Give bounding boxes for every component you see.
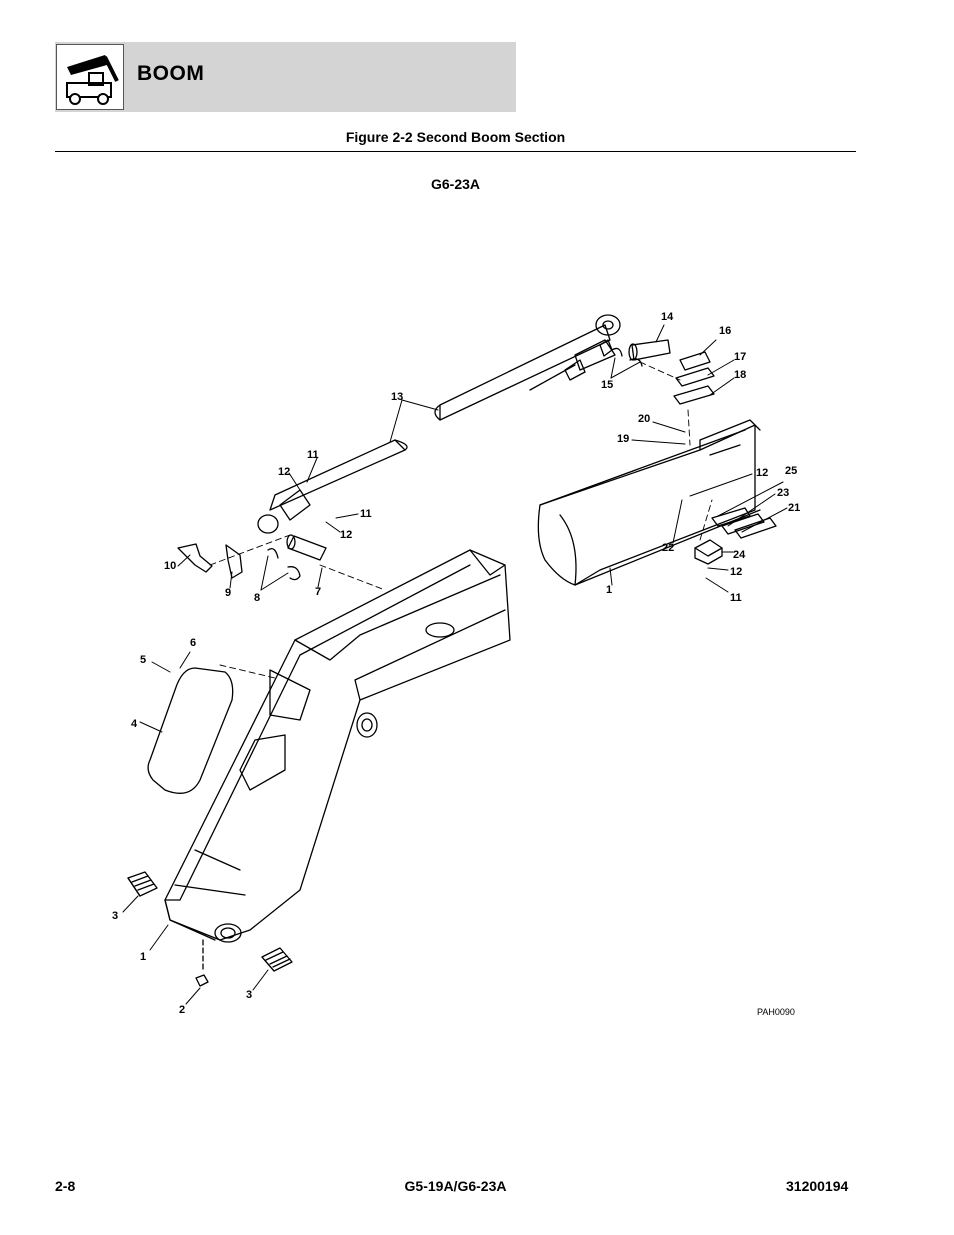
callout-23: 23 (777, 487, 789, 499)
callout-3b: 3 (246, 989, 252, 1001)
callout-18: 18 (734, 369, 746, 381)
callout-6: 6 (190, 637, 196, 649)
doc-number: 31200194 (786, 1178, 849, 1194)
drawing-code: PAH0090 (757, 1007, 795, 1017)
pin-14 (628, 339, 671, 361)
callout-16: 16 (719, 325, 731, 337)
page-number: 2-8 (55, 1178, 76, 1194)
shim-23 (721, 513, 765, 535)
wear-pad-lower (261, 947, 293, 972)
callout-17: 17 (734, 351, 746, 363)
callout-10: 10 (164, 560, 176, 572)
pin-7 (286, 534, 327, 561)
callout-22: 22 (662, 542, 674, 554)
callout-1a: 1 (140, 951, 146, 963)
callout-20: 20 (638, 413, 650, 425)
lift-cylinder (257, 314, 621, 534)
footer-models: G5-19A/G6-23A (404, 1178, 507, 1194)
header-rule (55, 151, 856, 152)
callout-13: 13 (391, 391, 403, 403)
section-title: BOOM (137, 62, 205, 85)
callout-2: 2 (179, 1004, 185, 1016)
callout-3a: 3 (112, 910, 118, 922)
figure-caption: Figure 2-2 Second Boom Section (345, 129, 566, 145)
main-boom-section (164, 549, 511, 943)
callout-21: 21 (788, 502, 800, 514)
pad-16 (679, 351, 711, 371)
section-header-band (55, 42, 516, 112)
wear-pad-upper (127, 871, 158, 897)
callout-12d: 12 (730, 566, 742, 578)
telehandler-boom-icon (56, 44, 124, 110)
callout-11a: 11 (307, 449, 319, 461)
callout-12b: 12 (340, 529, 352, 541)
cover-plate (147, 667, 234, 794)
wear-pad-24 (694, 539, 723, 565)
callout-25: 25 (785, 465, 797, 477)
callout-4: 4 (131, 718, 138, 730)
bracket-9 (225, 544, 243, 579)
callout-8: 8 (254, 592, 260, 604)
model-label: G6-23A (430, 176, 481, 192)
callout-7: 7 (315, 586, 321, 598)
callout-12c: 12 (756, 467, 768, 479)
shim-17 (675, 367, 715, 387)
callout-24: 24 (733, 549, 746, 561)
retainers-8 (267, 547, 301, 581)
callout-14: 14 (661, 311, 674, 323)
pad-21 (734, 517, 777, 539)
callout-9: 9 (225, 587, 231, 599)
callout-1b: 1 (606, 584, 612, 596)
callout-11b: 11 (360, 508, 372, 520)
second-boom-section (537, 419, 761, 586)
retainers-15 (611, 347, 643, 367)
callout-5: 5 (140, 654, 146, 666)
nut (195, 939, 209, 987)
callout-11c: 11 (730, 592, 742, 604)
callout-19: 19 (617, 433, 629, 445)
shim-18 (673, 385, 715, 405)
callout-12a: 12 (278, 466, 290, 478)
callout-15: 15 (601, 379, 613, 391)
bracket-10 (177, 543, 213, 573)
